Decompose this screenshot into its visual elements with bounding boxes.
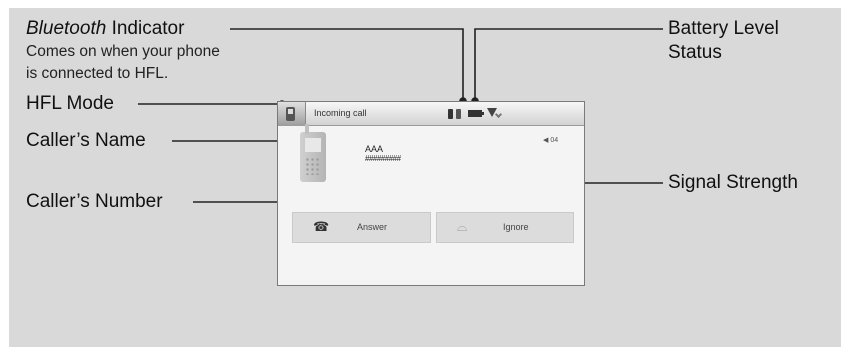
bluetooth-note-line1: Comes on when your phone [26, 43, 220, 60]
caller-name: AAA [365, 144, 384, 154]
phone-icon [286, 107, 295, 121]
bluetooth-note-line2: is connected to HFL. [26, 65, 169, 82]
bluetooth-indicator-label-italic: Bluetooth [26, 18, 107, 39]
signal-strength-label: Signal Strength [668, 172, 798, 193]
battery-level-label-line1: Battery Level [668, 18, 779, 39]
screen-title: Incoming call [314, 108, 367, 118]
caller-number: ######### [365, 154, 401, 163]
cellphone-icon [300, 124, 326, 182]
phone-screen: Incoming call ◀ 04 AAA ######### ☎ Answe… [277, 101, 585, 286]
hfl-mode-tab[interactable] [278, 102, 306, 126]
bluetooth-icon-2 [456, 109, 461, 119]
battery-icon [468, 110, 484, 117]
hfl-mode-label: HFL Mode [26, 93, 114, 114]
handset-down-icon: ⌓ [457, 219, 468, 234]
status-icons [448, 108, 508, 120]
battery-level-label-line2: Status [668, 42, 722, 63]
handset-icon: ☎ [313, 219, 330, 234]
callers-number-label: Caller’s Number [26, 191, 163, 212]
volume-indicator: ◀ 04 [543, 137, 559, 144]
signal-strength-icon [487, 108, 497, 117]
ignore-label: Ignore [503, 222, 529, 232]
answer-label: Answer [357, 222, 388, 232]
ignore-button[interactable]: ⌓ Ignore [436, 212, 574, 243]
bluetooth-indicator-label-rest: Indicator [106, 18, 185, 39]
bluetooth-icon [448, 109, 453, 119]
status-bar: Incoming call [278, 102, 584, 126]
callers-name-label: Caller’s Name [26, 130, 146, 151]
bluetooth-indicator-label: Bluetooth Indicator [26, 18, 184, 40]
answer-button[interactable]: ☎ Answer [292, 212, 431, 243]
